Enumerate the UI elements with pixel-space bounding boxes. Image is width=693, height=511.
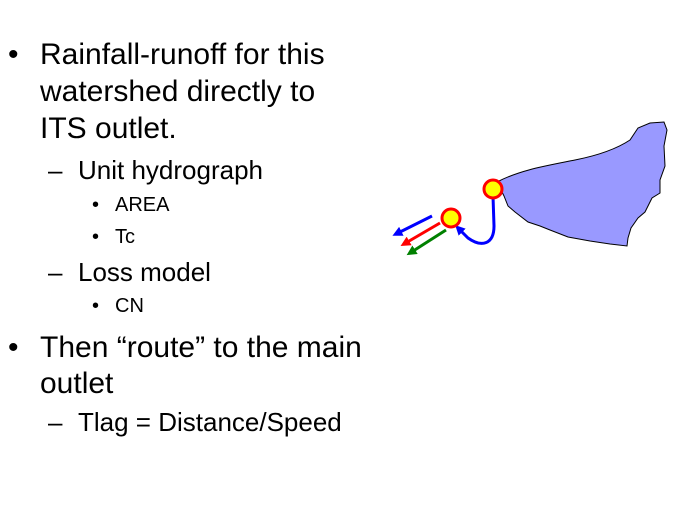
bullet-text-line-3: ITS outlet. [40,112,177,145]
sub-sub-bullet-text: Tc [115,226,135,248]
sub-bullet-loss-model: – Loss model [48,257,211,287]
bullet-text-line-1: Rainfall-runoff for this [40,38,325,71]
bullet-text-line-2: outlet [40,367,114,400]
watershed-shape [496,121,668,247]
bullet-glyph: • [8,38,19,71]
watershed-diagram [392,121,668,256]
sub-bullet-tlag: – Tlag = Distance/Speed [48,407,342,437]
route-path [455,195,496,245]
subbasin-outlet-icon [482,178,504,200]
sub-bullet-text: Tlag = Distance/Speed [78,407,342,437]
sub-sub-bullet-area: • AREA [92,193,169,217]
main-outlet-icon [440,207,462,229]
arrow-red-icon [400,221,441,247]
sub-bullet-text: Loss model [78,257,211,287]
sub-sub-bullet-text: CN [115,295,144,317]
bullet-text-line-1: Then “route” to the main [40,331,362,364]
bullet-glyph: • [8,331,19,364]
sub-sub-bullet-cn: • CN [92,294,144,318]
arrow-green-icon [406,228,447,256]
sub-bullet-unit-hydrograph: – Unit hydrograph [48,155,263,185]
dash-glyph: – [48,407,63,437]
sub-sub-bullet-tc: • Tc [92,225,135,249]
sub-sub-bullet-text: AREA [115,194,170,216]
dash-glyph: – [48,257,63,287]
bullet-text-line-2: watershed directly to [40,75,316,108]
bullet-glyph: • [92,295,100,317]
sub-bullet-text: Unit hydrograph [78,155,263,185]
bullet-glyph: • [92,226,100,248]
bullet-glyph: • [92,194,100,216]
dash-glyph: – [48,155,63,185]
arrow-blue-icon [392,214,433,236]
